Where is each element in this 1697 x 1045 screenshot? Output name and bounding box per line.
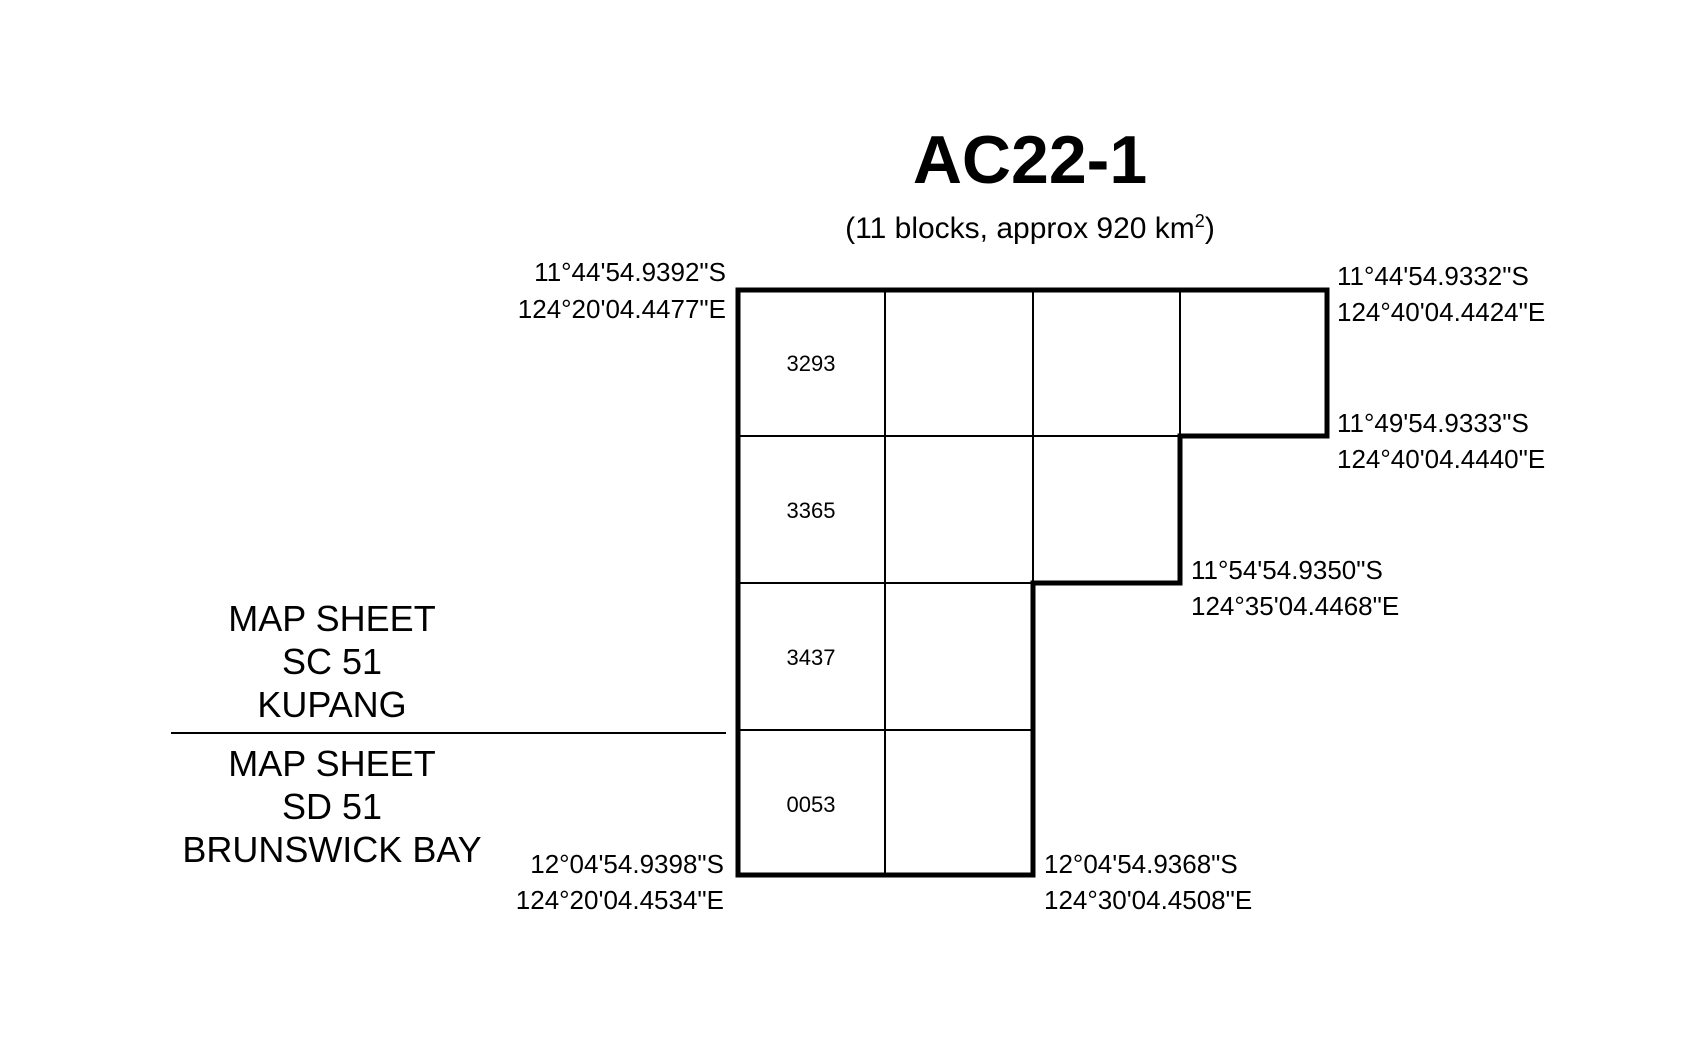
corner-top-right: 11°44'54.9332"S 124°40'04.4424"E bbox=[1337, 261, 1545, 327]
corner-lat: 11°49'54.9333"S bbox=[1337, 408, 1529, 438]
map-sheet-line: MAP SHEET bbox=[228, 743, 435, 784]
block-label-3437: 3437 bbox=[787, 645, 836, 670]
corner-lat: 12°04'54.9398"S bbox=[530, 849, 724, 879]
block-grid-lines bbox=[738, 290, 1181, 875]
corner-lon: 124°30'04.4508"E bbox=[1044, 885, 1252, 915]
subtitle-suffix: ) bbox=[1205, 212, 1215, 245]
corner-lon: 124°40'04.4440"E bbox=[1337, 444, 1545, 474]
map-sheet-upper: MAP SHEET SC 51 KUPANG bbox=[228, 598, 435, 725]
block-label-3293: 3293 bbox=[787, 351, 836, 376]
corner-lon: 124°20'04.4534"E bbox=[516, 885, 724, 915]
corner-lat: 12°04'54.9368"S bbox=[1044, 849, 1238, 879]
corner-step-1: 11°49'54.9333"S 124°40'04.4440"E bbox=[1337, 408, 1545, 474]
corner-top-left: 11°44'54.9392"S 124°20'04.4477"E bbox=[518, 257, 726, 324]
map-sheet-lower: MAP SHEET SD 51 BRUNSWICK BAY bbox=[182, 743, 481, 870]
corner-lon: 124°20'04.4477"E bbox=[518, 294, 726, 324]
block-label-0053: 0053 bbox=[787, 792, 836, 817]
subtitle-superscript: 2 bbox=[1195, 211, 1205, 231]
corner-lat: 11°44'54.9332"S bbox=[1337, 261, 1529, 291]
corner-bottom-left: 12°04'54.9398"S 124°20'04.4534"E bbox=[516, 849, 724, 915]
corner-lon: 124°40'04.4424"E bbox=[1337, 297, 1545, 327]
corner-lat: 11°44'54.9392"S bbox=[534, 257, 726, 287]
map-sheet-line: SC 51 bbox=[282, 641, 382, 682]
corner-lon: 124°35'04.4468"E bbox=[1191, 591, 1399, 621]
corner-lat: 11°54'54.9350"S bbox=[1191, 555, 1383, 585]
page-subtitle: (11 blocks, approx 920 km2) bbox=[845, 211, 1215, 245]
corner-step-2: 11°54'54.9350"S 124°35'04.4468"E bbox=[1191, 555, 1399, 621]
block-boundary bbox=[735, 287, 1330, 878]
map-sheet-line: KUPANG bbox=[257, 684, 406, 725]
block-label-3365: 3365 bbox=[787, 498, 836, 523]
map-sheet-line: BRUNSWICK BAY bbox=[182, 829, 481, 870]
page-title: AC22-1 bbox=[913, 122, 1147, 198]
map-sheet-line: SD 51 bbox=[282, 786, 382, 827]
map-sheet-line: MAP SHEET bbox=[228, 598, 435, 639]
corner-bottom-right: 12°04'54.9368"S 124°30'04.4508"E bbox=[1044, 849, 1252, 915]
subtitle-prefix: (11 blocks, approx 920 km bbox=[845, 212, 1195, 245]
